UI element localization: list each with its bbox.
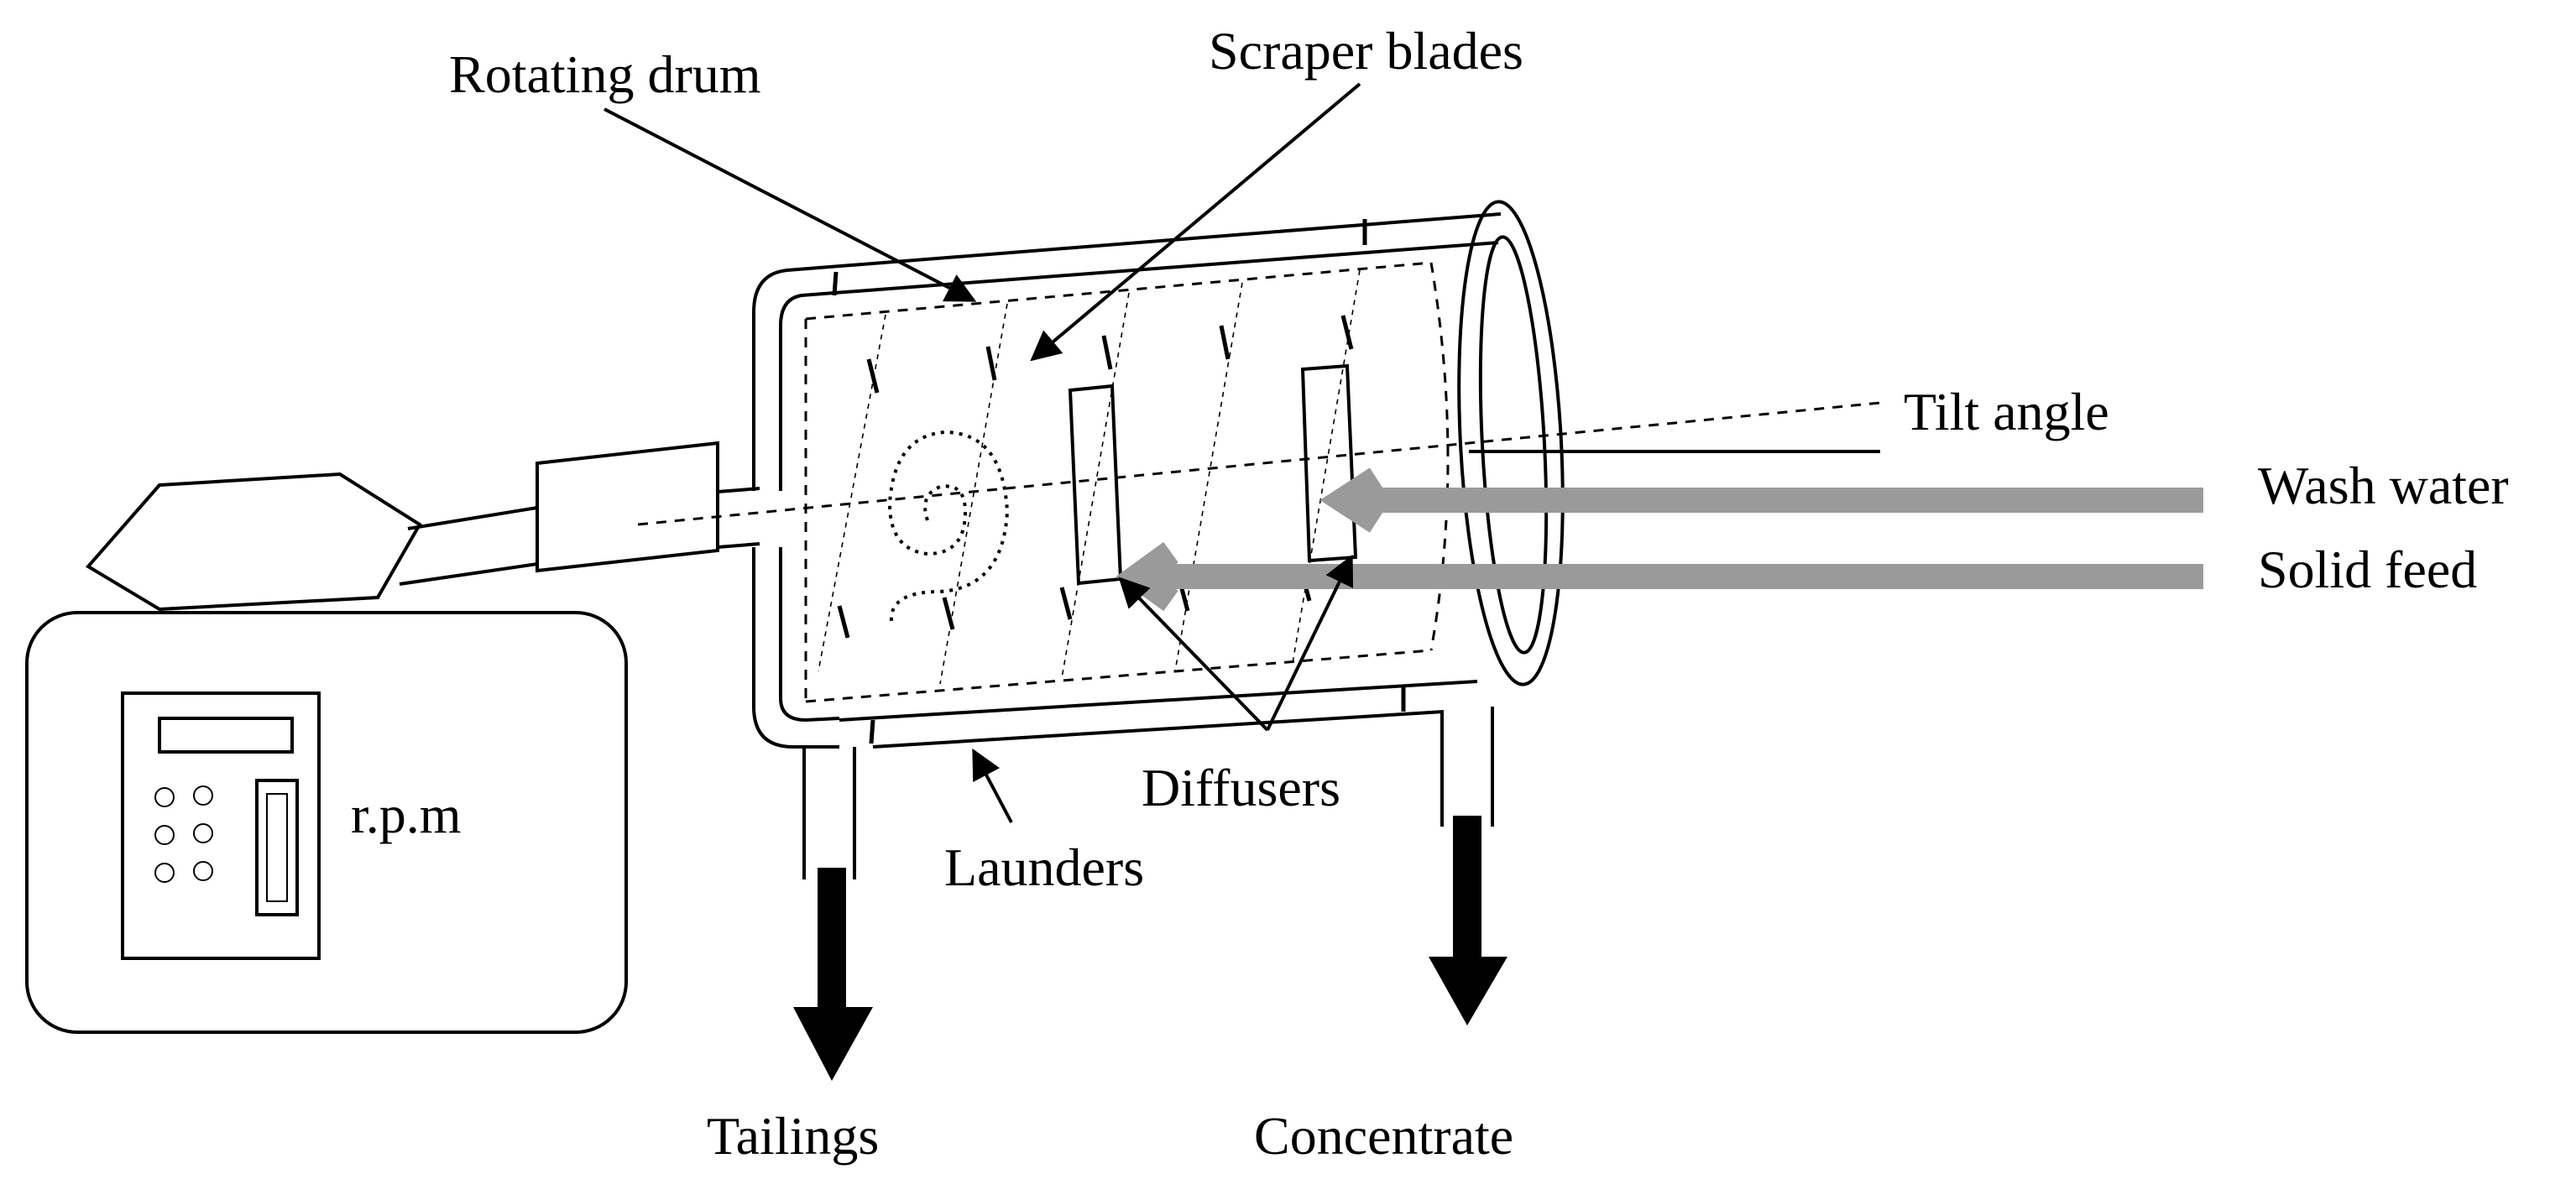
tilt-axis (637, 401, 1881, 526)
speed-slider (255, 779, 299, 916)
scraper-blades (837, 315, 1354, 639)
drum-top-wall (752, 212, 1502, 491)
outlets (793, 707, 1507, 1081)
drum-bottom-wall (752, 547, 839, 749)
rpm-label: r.p.m (351, 785, 462, 844)
control-panel (121, 691, 321, 960)
diffuser-right (1300, 363, 1358, 563)
wash-water-label: Wash water (2258, 456, 2509, 515)
concentrate-arrow-head (1429, 957, 1507, 1025)
concentrate-arrow-shaft (1453, 816, 1481, 984)
motor-body (85, 472, 422, 612)
speed-slider-inner (266, 793, 288, 902)
inner-drum (804, 261, 1450, 703)
tilt-angle-label: Tilt angle (1904, 382, 2109, 441)
tailings-arrow-head (793, 1007, 873, 1081)
rotating-drum-label: Rotating drum (449, 44, 761, 104)
drum-end-ring (1457, 200, 1565, 686)
launders-label: Launders (944, 838, 1144, 897)
keypad-buttons (154, 785, 213, 883)
control-unit: r.p.m (25, 611, 628, 1034)
diffusers-label: Diffusers (1142, 758, 1340, 817)
swirl-flow (887, 430, 1010, 622)
coupling (536, 441, 719, 573)
controller-housing (25, 611, 628, 1034)
drive-shaft (399, 441, 760, 586)
rpm-display (158, 717, 294, 754)
motor (85, 472, 422, 612)
concentrate-label: Concentrate (1254, 1106, 1513, 1166)
leader-lines (604, 82, 1361, 823)
rotating-drum (752, 200, 1565, 749)
tailings-label: Tailings (707, 1106, 879, 1166)
scraper-blades-label: Scraper blades (1209, 21, 1523, 81)
solid-feed-label: Solid feed (2258, 540, 2477, 599)
feed-arrows (1116, 467, 2203, 612)
diffusers (1068, 363, 1358, 586)
